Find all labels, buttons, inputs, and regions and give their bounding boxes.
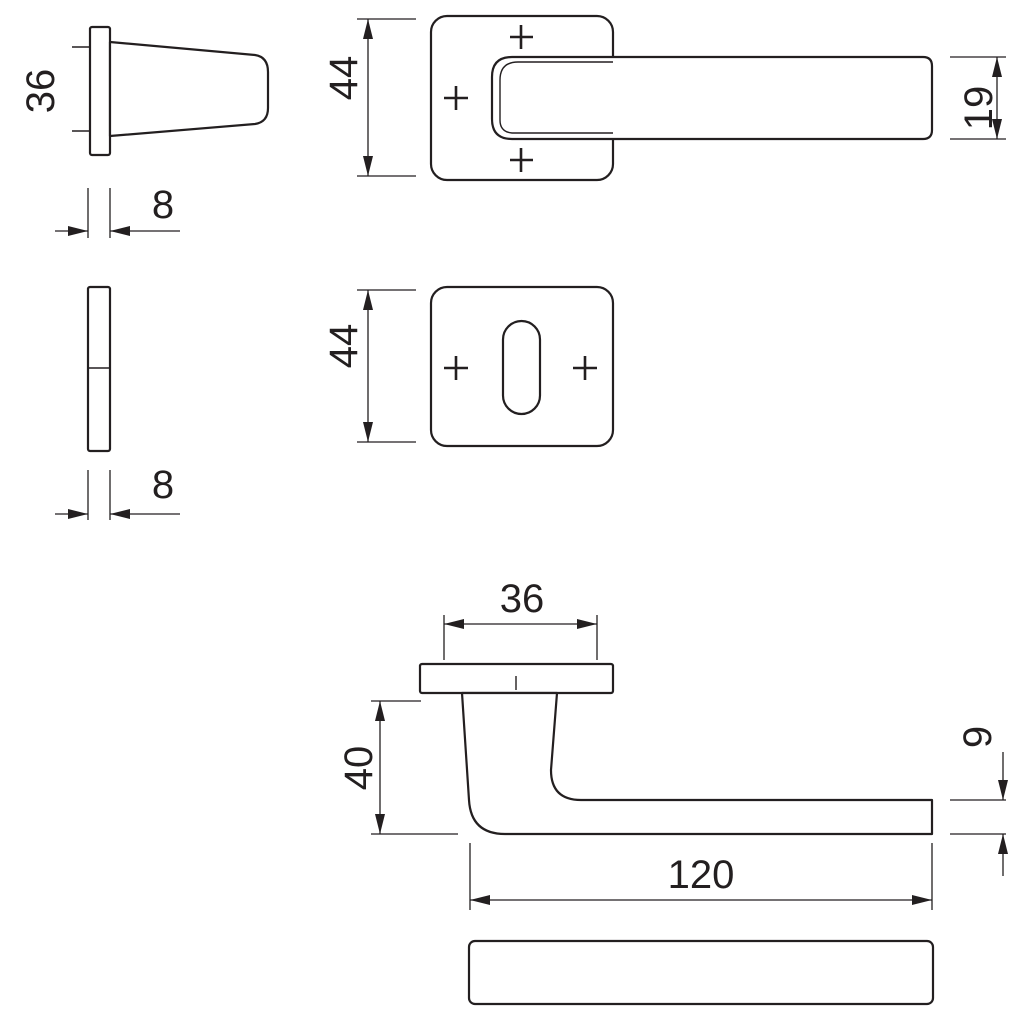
dimension-label: 8 (152, 463, 174, 507)
dimension-escutcheon-thickness: 8 (55, 463, 180, 520)
screw-marker-icon (573, 356, 597, 380)
dimension-lever-width: 19 (950, 56, 1006, 140)
dimension-label: 44 (322, 56, 366, 101)
screw-marker-icon (444, 86, 468, 110)
dimension-label: 9 (956, 726, 1000, 748)
dimension-label: 40 (337, 746, 381, 791)
lever-front-view (429, 14, 934, 182)
dimension-rose-diameter: 36 (443, 577, 598, 660)
lever-profile-view (467, 939, 935, 1006)
lever-side-view (72, 25, 270, 157)
dimension-label: 44 (322, 324, 366, 369)
dimension-rosette-thickness: 8 (55, 183, 180, 238)
dimension-rose-height: 44 (322, 18, 416, 177)
dimension-label: 36 (19, 69, 63, 114)
dimension-rosette-side-height: 36 (19, 69, 63, 114)
dimension-label: 120 (668, 853, 735, 897)
dimension-label: 8 (152, 183, 174, 227)
dimension-escutcheon-height: 44 (322, 289, 416, 443)
screw-marker-icon (444, 356, 468, 380)
escutcheon-front-view (429, 285, 615, 448)
escutcheon-side-view (86, 285, 112, 453)
keyhole (501, 319, 542, 416)
dimension-lever-drop: 40 (337, 700, 458, 835)
screw-marker-icon (510, 25, 533, 49)
screw-marker-icon (510, 148, 533, 172)
dimension-lever-thickness: 9 (950, 726, 1008, 876)
lever-top-view (418, 662, 934, 836)
dimension-lever-length: 120 (469, 843, 933, 910)
dimension-label: 19 (957, 86, 1001, 131)
dimension-label: 36 (500, 577, 545, 621)
